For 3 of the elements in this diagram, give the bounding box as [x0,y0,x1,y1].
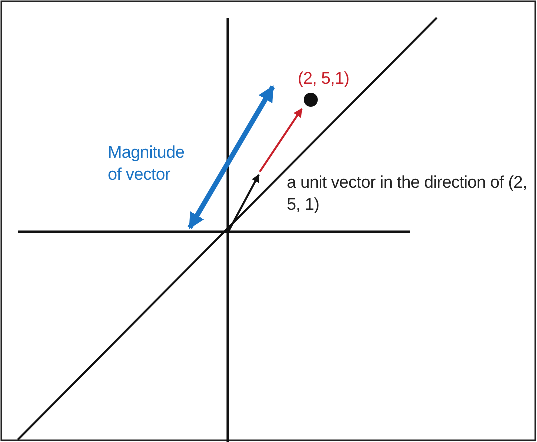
unit-vector-label: a unit vector in the direction of (2, 5, 1) [287,172,528,216]
magnitude-label: Magnitude of vector [108,142,186,186]
point-label: (2, 5,1) [298,68,350,90]
